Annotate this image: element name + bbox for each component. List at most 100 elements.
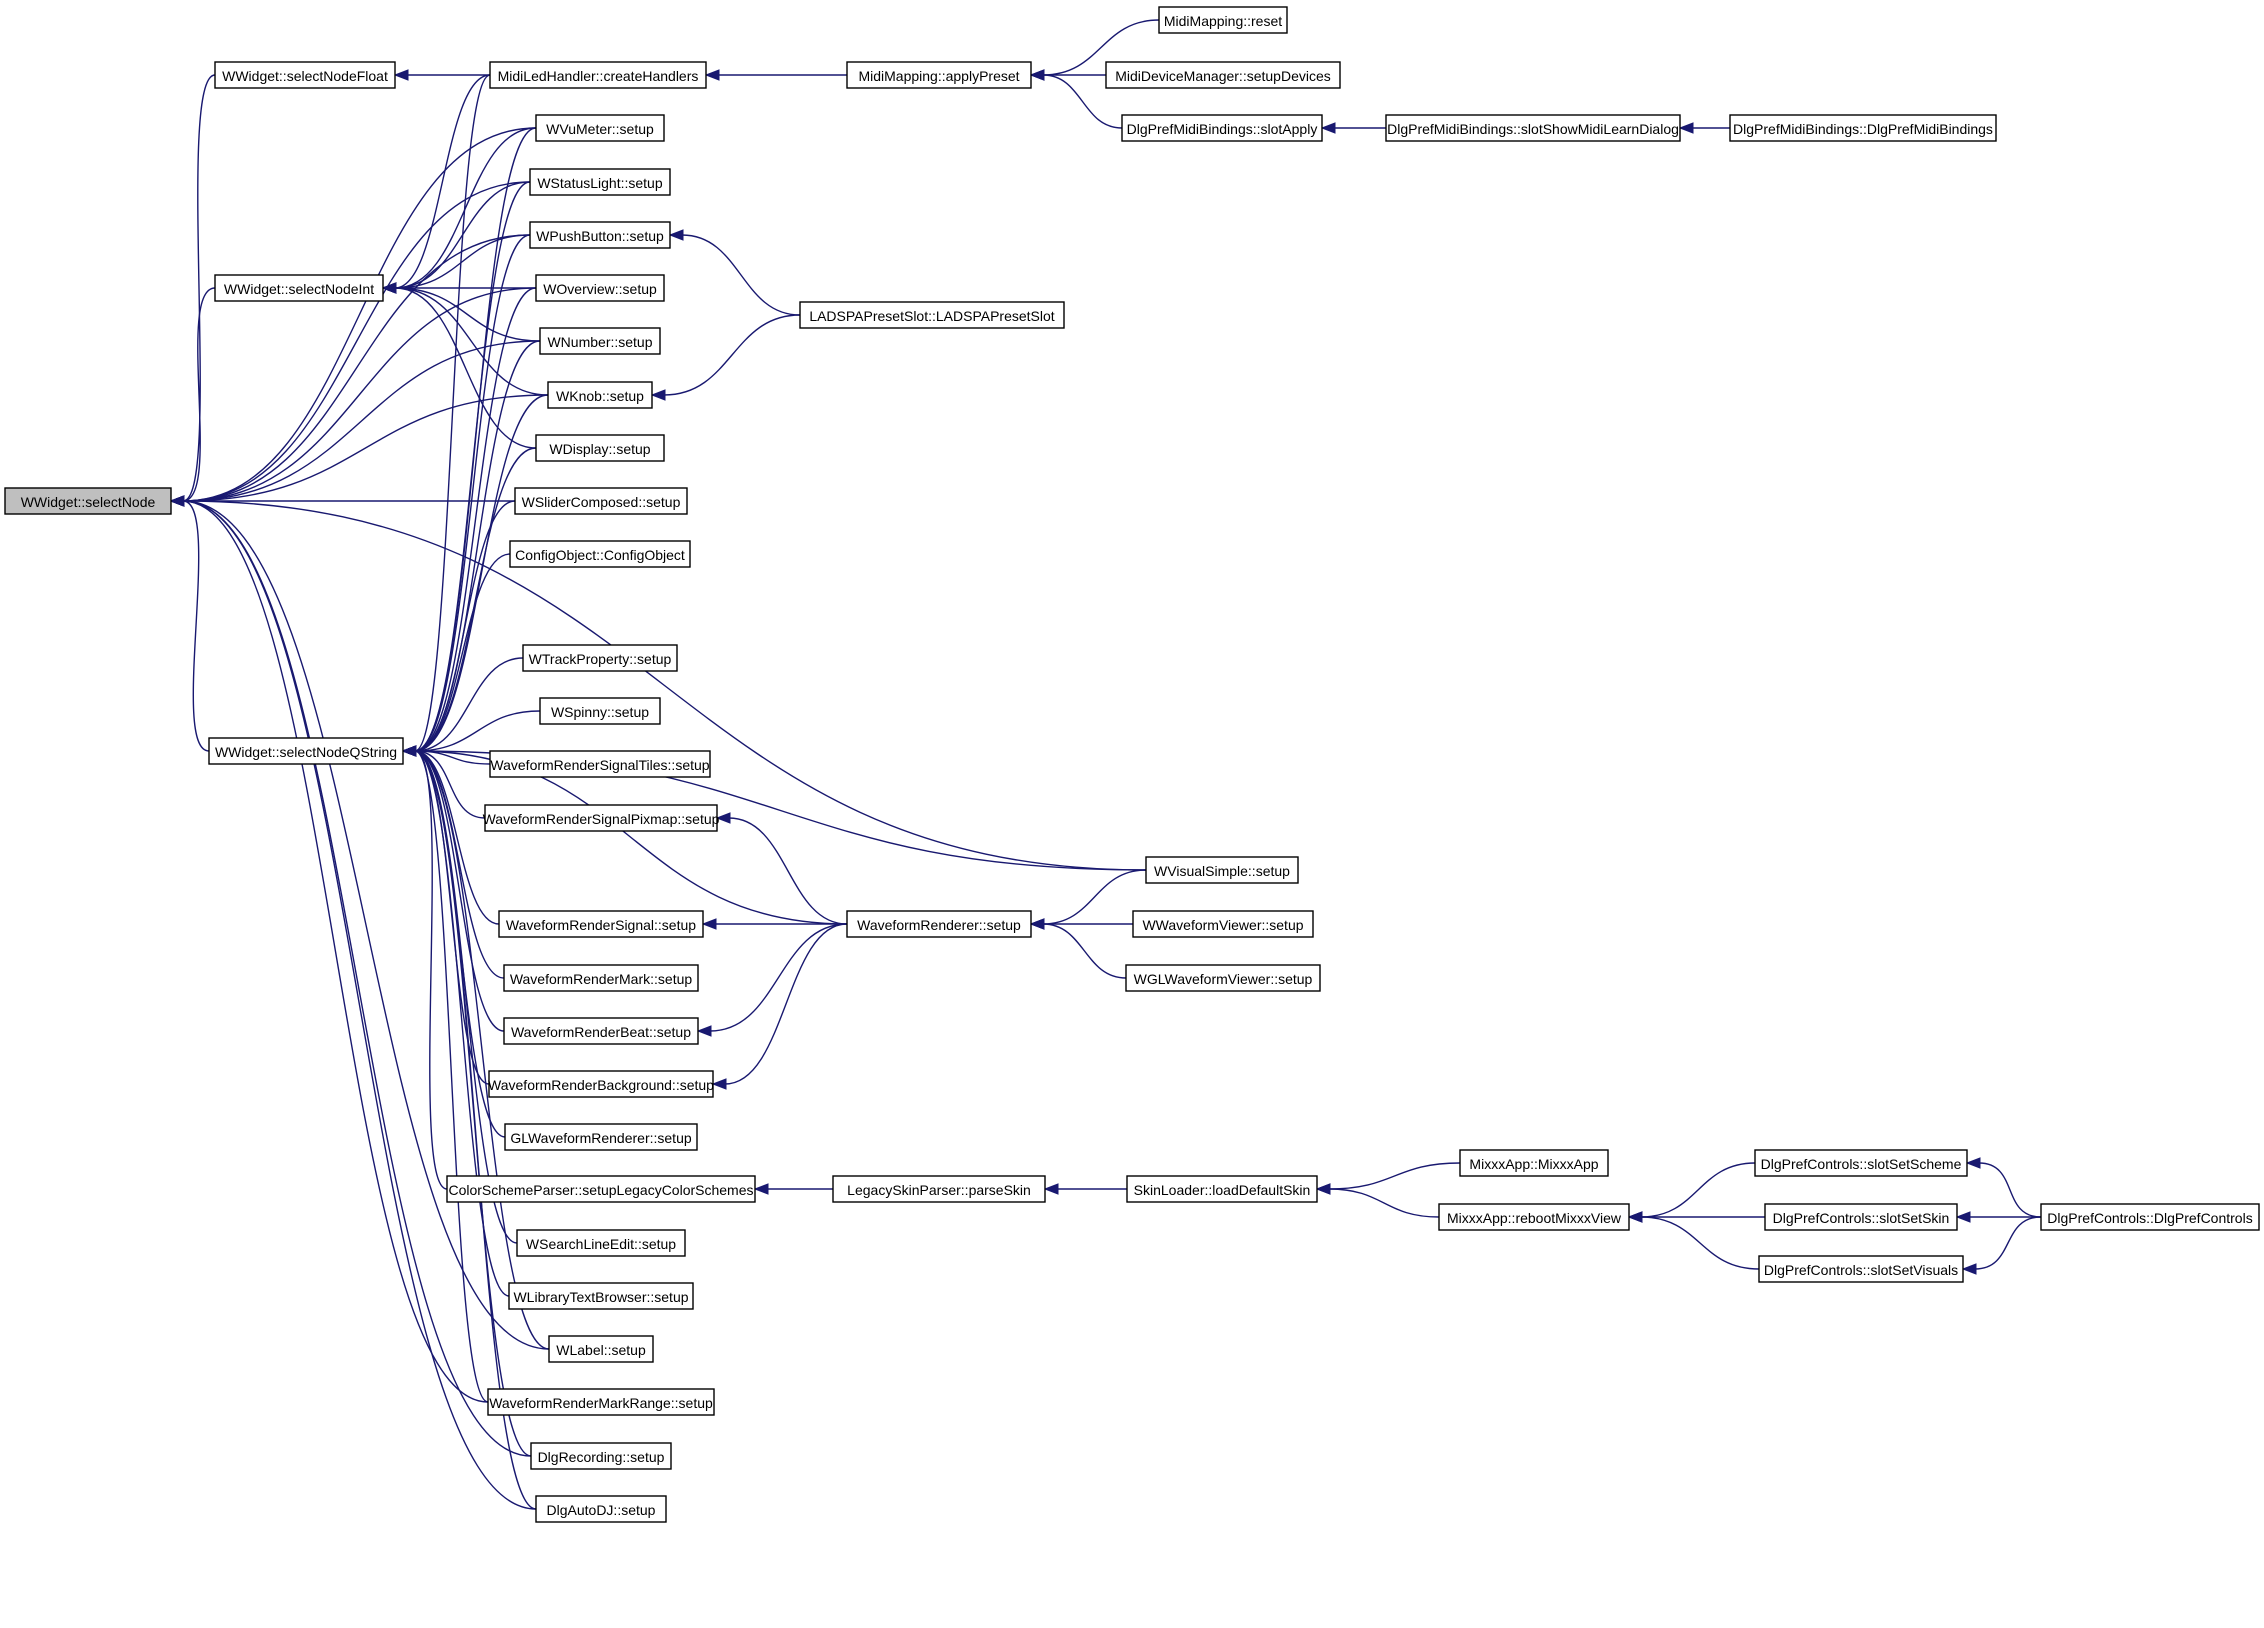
node-legacyskinparser-parseskin[interactable]: LegacySkinParser::parseSkin (832, 1175, 1046, 1203)
node-box[interactable] (214, 61, 396, 89)
node-midimapping-applypreset[interactable]: MidiMapping::applyPreset (846, 61, 1032, 89)
node-wwidget-selectnodeqstring[interactable]: WWidget::selectNodeQString (208, 737, 404, 765)
node-box[interactable] (516, 1229, 686, 1257)
node-box[interactable] (1459, 1149, 1609, 1177)
node-dlgprefmidibindings-dlgprefmidibindings[interactable]: DlgPrefMidiBindings::DlgPrefMidiBindings (1729, 114, 1997, 142)
node-box[interactable] (832, 1175, 1046, 1203)
node-box[interactable] (529, 168, 671, 196)
node-box[interactable] (1438, 1203, 1630, 1231)
node-box[interactable] (1125, 964, 1321, 992)
node-wwidget-selectnodeint[interactable]: WWidget::selectNodeInt (214, 274, 384, 302)
node-box[interactable] (1126, 1175, 1318, 1203)
node-box[interactable] (489, 61, 707, 89)
node-box[interactable] (514, 487, 688, 515)
node-box[interactable] (1385, 114, 1681, 142)
node-box[interactable] (498, 910, 704, 938)
node-mixxxapp-rebootmixxxview[interactable]: MixxxApp::rebootMixxxView (1438, 1203, 1630, 1231)
node-dlgrecording-setup[interactable]: DlgRecording::setup (530, 1442, 672, 1470)
node-box[interactable] (535, 434, 665, 462)
node-box[interactable] (487, 1388, 715, 1416)
node-box[interactable] (535, 274, 665, 302)
node-box[interactable] (208, 737, 404, 765)
node-box[interactable] (503, 964, 699, 992)
node-wsearchlineedit-setup[interactable]: WSearchLineEdit::setup (516, 1229, 686, 1257)
node-label: WSearchLineEdit::setup (526, 1236, 676, 1252)
node-waveformrenderer-setup[interactable]: WaveformRenderer::setup (846, 910, 1032, 938)
node-dlgprefcontrols-slotsetskin[interactable]: DlgPrefControls::slotSetSkin (1764, 1203, 1958, 1231)
node-wwaveformviewer-setup[interactable]: WWaveformViewer::setup (1132, 910, 1314, 938)
node-box[interactable] (530, 1442, 672, 1470)
node-wwidget-selectnode[interactable]: WWidget::selectNode (4, 487, 172, 515)
node-box[interactable] (846, 61, 1032, 89)
node-colorschemeparser-setuplegacycolorschemes[interactable]: ColorSchemeParser::setupLegacyColorSchem… (446, 1175, 756, 1203)
node-wknob-setup[interactable]: WKnob::setup (547, 381, 653, 409)
node-box[interactable] (1729, 114, 1997, 142)
node-box[interactable] (799, 301, 1065, 329)
node-box[interactable] (535, 114, 665, 142)
node-box[interactable] (1764, 1203, 1958, 1231)
node-waveformrenderbackground-setup[interactable]: WaveformRenderBackground::setup (488, 1070, 714, 1098)
node-wwidget-selectnodefloat[interactable]: WWidget::selectNodeFloat (214, 61, 396, 89)
node-waveformrendersignalpixmap-setup[interactable]: WaveformRenderSignalPixmap::setup (483, 804, 720, 832)
node-box[interactable] (846, 910, 1032, 938)
node-dlgautodj-setup[interactable]: DlgAutoDJ::setup (535, 1495, 667, 1523)
node-wslidercomposed-setup[interactable]: WSliderComposed::setup (514, 487, 688, 515)
node-wlabel-setup[interactable]: WLabel::setup (548, 1335, 654, 1363)
node-box[interactable] (548, 1335, 654, 1363)
node-wtrackproperty-setup[interactable]: WTrackProperty::setup (522, 644, 678, 672)
node-wvisualsimple-setup[interactable]: WVisualSimple::setup (1145, 856, 1299, 884)
node-skinloader-loaddefaultskin[interactable]: SkinLoader::loadDefaultSkin (1126, 1175, 1318, 1203)
node-waveformrendersignal-setup[interactable]: WaveformRenderSignal::setup (498, 910, 704, 938)
node-box[interactable] (539, 327, 661, 355)
node-wdisplay-setup[interactable]: WDisplay::setup (535, 434, 665, 462)
node-box[interactable] (446, 1175, 756, 1203)
node-box[interactable] (2040, 1203, 2260, 1231)
node-box[interactable] (1158, 6, 1288, 34)
node-box[interactable] (1132, 910, 1314, 938)
node-box[interactable] (522, 644, 678, 672)
node-waveformrendersignaltiles-setup[interactable]: WaveformRenderSignalTiles::setup (489, 750, 711, 778)
node-dlgprefcontrols-slotsetvisuals[interactable]: DlgPrefControls::slotSetVisuals (1758, 1255, 1964, 1283)
node-box[interactable] (503, 1017, 699, 1045)
node-box[interactable] (1121, 114, 1323, 142)
node-box[interactable] (489, 750, 711, 778)
node-box[interactable] (4, 487, 172, 515)
node-wpushbutton-setup[interactable]: WPushButton::setup (529, 221, 671, 249)
node-wnumber-setup[interactable]: WNumber::setup (539, 327, 661, 355)
node-box[interactable] (539, 697, 661, 725)
node-waveformrendermark-setup[interactable]: WaveformRenderMark::setup (503, 964, 699, 992)
node-box[interactable] (484, 804, 718, 832)
node-waveformrendermarkrange-setup[interactable]: WaveformRenderMarkRange::setup (487, 1388, 715, 1416)
node-box[interactable] (1754, 1149, 1968, 1177)
node-wlibrarytextbrowser-setup[interactable]: WLibraryTextBrowser::setup (508, 1282, 694, 1310)
node-waveformrenderbeat-setup[interactable]: WaveformRenderBeat::setup (503, 1017, 699, 1045)
node-box[interactable] (535, 1495, 667, 1523)
node-box[interactable] (214, 274, 384, 302)
node-dlgprefmidibindings-slotshowmidilearndialog[interactable]: DlgPrefMidiBindings::slotShowMidiLearnDi… (1385, 114, 1681, 142)
node-configobject-configobject[interactable]: ConfigObject::ConfigObject (509, 540, 691, 568)
node-wstatuslight-setup[interactable]: WStatusLight::setup (529, 168, 671, 196)
node-mixxxapp-mixxxapp[interactable]: MixxxApp::MixxxApp (1459, 1149, 1609, 1177)
node-mididevicemanager-setupdevices[interactable]: MidiDeviceManager::setupDevices (1105, 61, 1341, 89)
node-ladspapresetslot-ladspapresetslot[interactable]: LADSPAPresetSlot::LADSPAPresetSlot (799, 301, 1065, 329)
node-box[interactable] (508, 1282, 694, 1310)
node-wglwaveformviewer-setup[interactable]: WGLWaveformViewer::setup (1125, 964, 1321, 992)
node-midimapping-reset[interactable]: MidiMapping::reset (1158, 6, 1288, 34)
node-dlgprefcontrols-dlgprefcontrols[interactable]: DlgPrefControls::DlgPrefControls (2040, 1203, 2260, 1231)
node-wspinny-setup[interactable]: WSpinny::setup (539, 697, 661, 725)
node-box[interactable] (547, 381, 653, 409)
node-dlgprefcontrols-slotsetscheme[interactable]: DlgPrefControls::slotSetScheme (1754, 1149, 1968, 1177)
node-midiledhandler-createhandlers[interactable]: MidiLedHandler::createHandlers (489, 61, 707, 89)
node-wvumeter-setup[interactable]: WVuMeter::setup (535, 114, 665, 142)
node-glwaveformrenderer-setup[interactable]: GLWaveformRenderer::setup (504, 1123, 698, 1151)
node-box[interactable] (509, 540, 691, 568)
node-box[interactable] (504, 1123, 698, 1151)
node-box[interactable] (529, 221, 671, 249)
node-box[interactable] (488, 1070, 714, 1098)
node-box[interactable] (1145, 856, 1299, 884)
node-box[interactable] (1758, 1255, 1964, 1283)
node-dlgprefmidibindings-slotapply[interactable]: DlgPrefMidiBindings::slotApply (1121, 114, 1323, 142)
node-woverview-setup[interactable]: WOverview::setup (535, 274, 665, 302)
node-box[interactable] (1105, 61, 1341, 89)
edge-wslidercomposed-setup-to-wwidget-selectnodeqstring (414, 500, 516, 752)
